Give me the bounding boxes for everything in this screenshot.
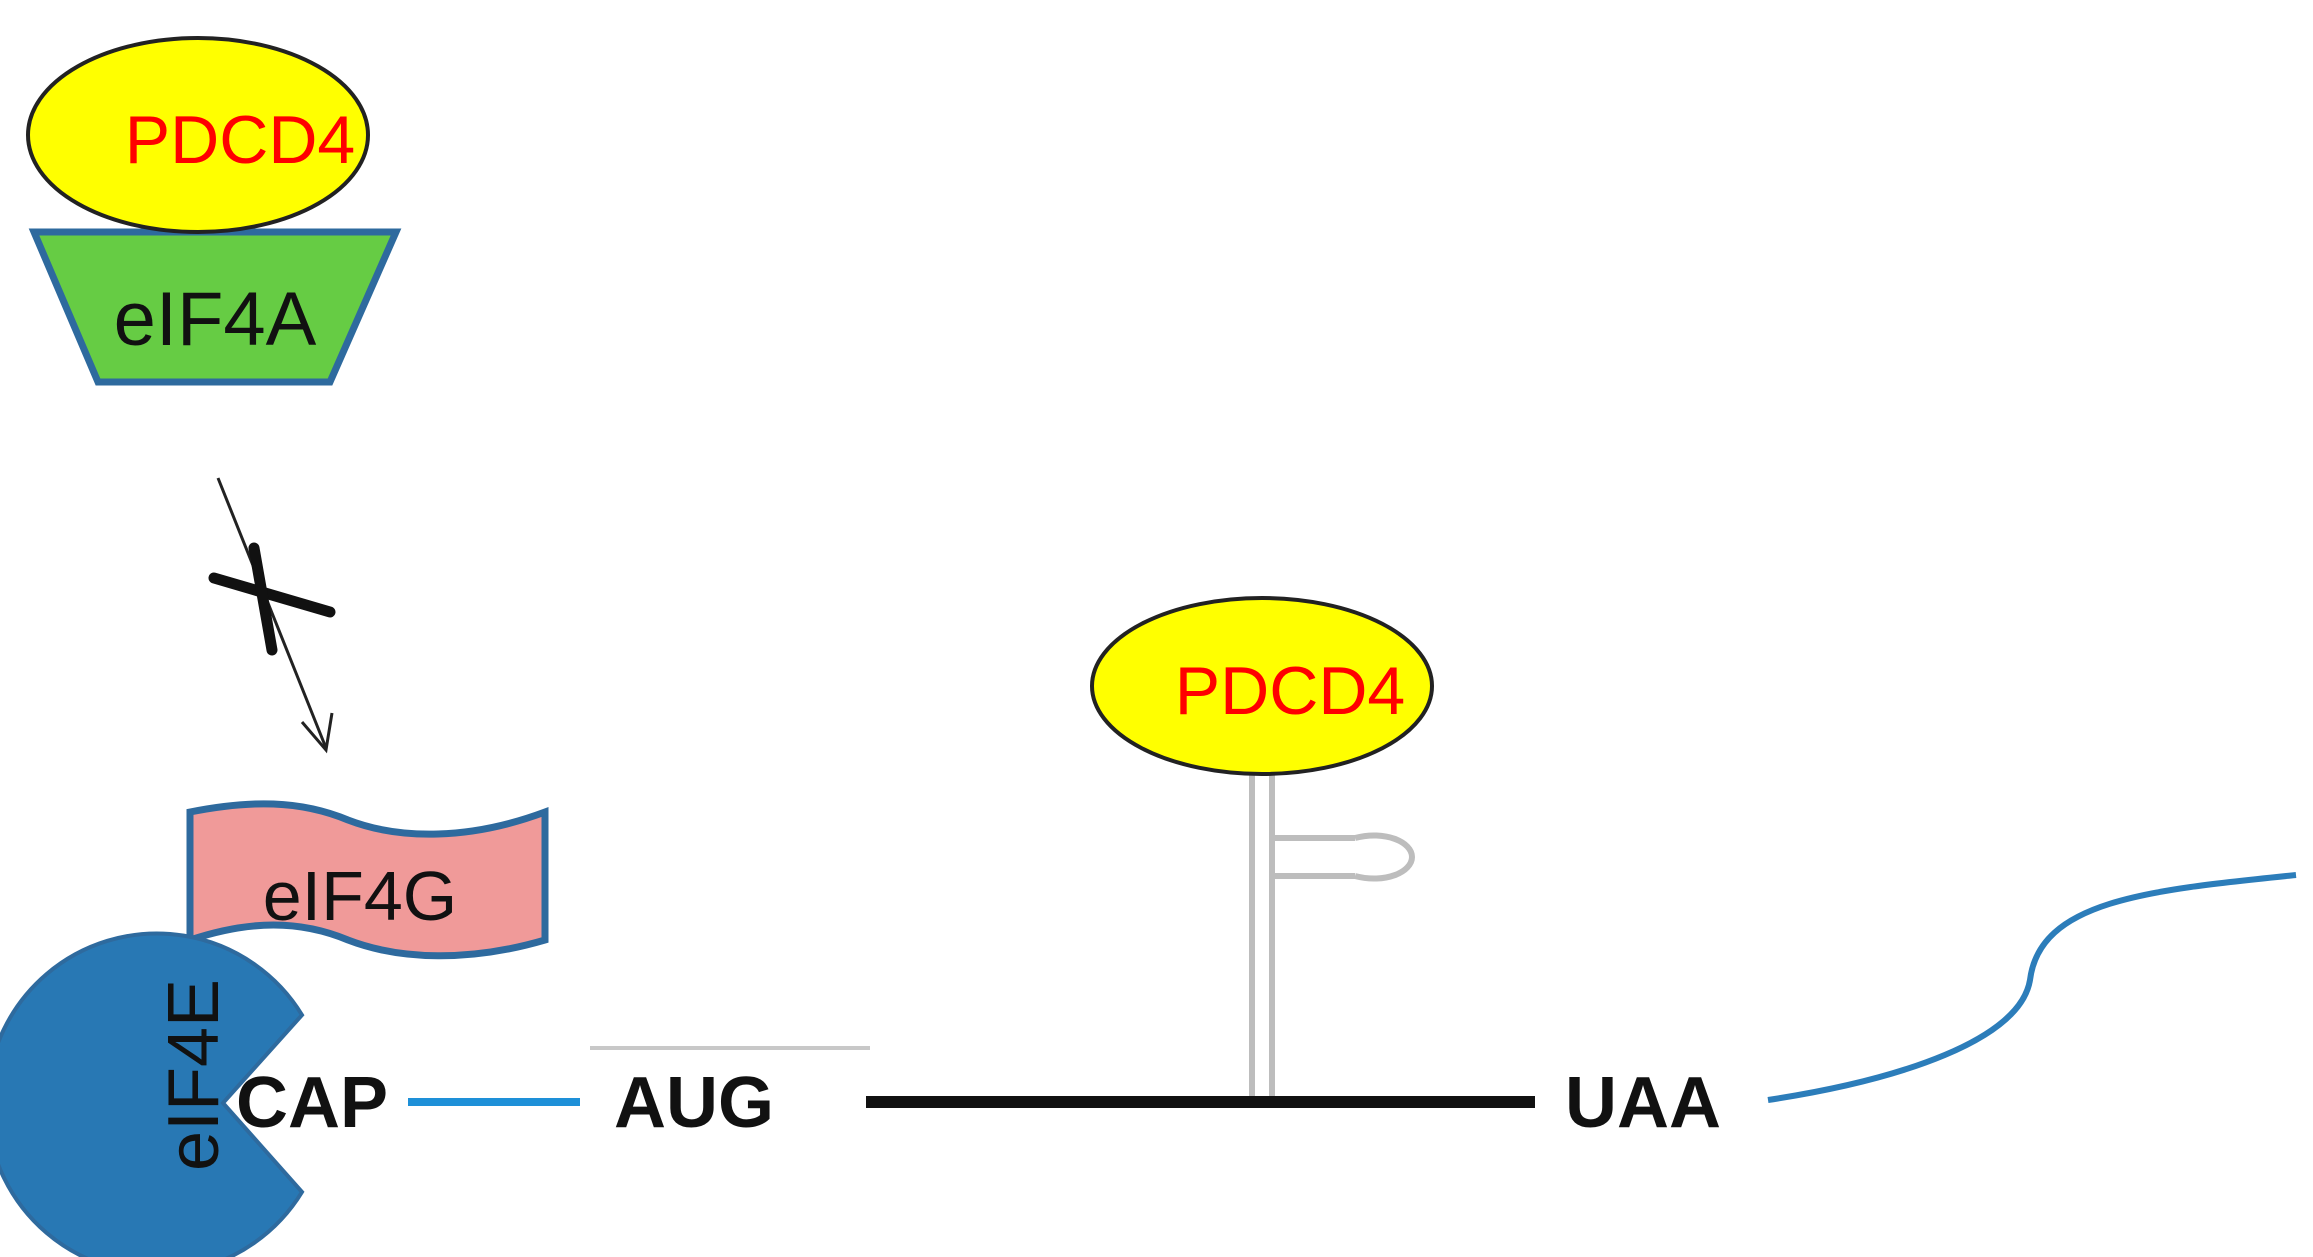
pdcd4-bottom-shape xyxy=(1090,596,1434,776)
eif4e-label: eIF4E xyxy=(154,979,234,1171)
eif4a-shape xyxy=(28,228,402,386)
eif4e-shape xyxy=(0,931,305,1257)
stem-loop-complex: PDCD4 xyxy=(1090,596,1434,1096)
stem-loop-icon xyxy=(1249,770,1416,1096)
pdcd4-bottom-label: PDCD4 xyxy=(1175,653,1406,729)
mrna-strand: CAP AUG UAA xyxy=(236,872,2297,1143)
eif4g-complex: eIF4G xyxy=(186,800,549,960)
three-prime-tail xyxy=(1767,872,2297,1103)
cap-label: CAP xyxy=(236,1063,388,1143)
pdcd4-top-label: PDCD4 xyxy=(125,102,356,178)
eif4g-label: eIF4G xyxy=(263,857,458,935)
blocked-arrow-icon xyxy=(208,477,336,754)
eif4a-label: eIF4A xyxy=(114,277,317,362)
eif4g-shape xyxy=(186,800,549,960)
pdcd4-top-shape xyxy=(26,36,370,234)
uaa-label: UAA xyxy=(1565,1063,1721,1143)
pdcd4-eif4a-complex: eIF4A PDCD4 xyxy=(26,36,402,386)
eif4e-complex: eIF4E xyxy=(0,931,305,1257)
aug-label: AUG xyxy=(614,1063,774,1143)
